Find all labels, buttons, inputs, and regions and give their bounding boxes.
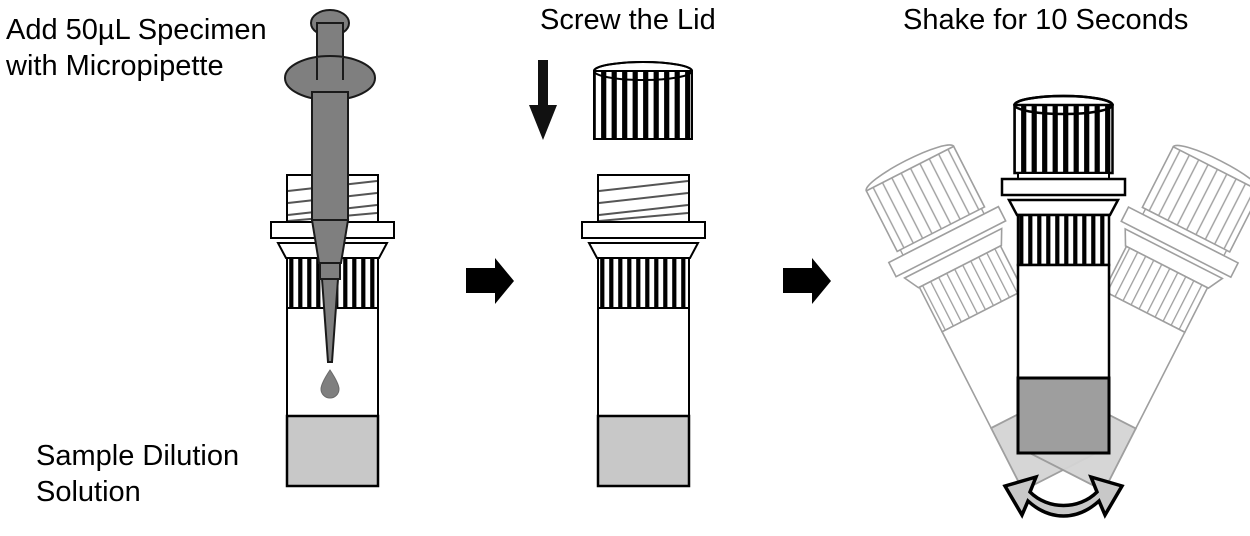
step1-group — [269, 9, 396, 488]
droplet-icon — [320, 369, 340, 399]
step3-caption-line1: Shake for 10 Seconds — [903, 4, 1189, 36]
step2-caption-line1: Screw the Lid — [540, 4, 716, 36]
micropipette-icon[interactable] — [284, 9, 376, 363]
double-headed-curved-arrow-icon — [1002, 474, 1125, 519]
right-arrow-icon-2 — [783, 258, 831, 304]
step2-caption: Screw the Lid — [540, 2, 716, 38]
solution-label-line2: Solution — [36, 476, 141, 508]
step3-group — [850, 94, 1250, 519]
screw-cap-icon[interactable] — [593, 61, 693, 140]
right-arrow-icon-1 — [466, 258, 514, 304]
step3-caption: Shake for 10 Seconds — [903, 2, 1188, 38]
step1-caption-line2: with Micropipette — [6, 50, 224, 82]
capped-tube-center[interactable] — [1000, 94, 1127, 455]
collection-tube-2[interactable] — [580, 173, 707, 488]
solution-label-line1: Sample Dilution — [36, 440, 240, 472]
step1-caption-line1: Add 50µL Specimen — [6, 14, 267, 46]
down-arrow-icon — [529, 60, 557, 140]
step1-caption: Add 50µL Specimen with Micropipette — [6, 12, 267, 84]
step2-group — [529, 60, 707, 488]
